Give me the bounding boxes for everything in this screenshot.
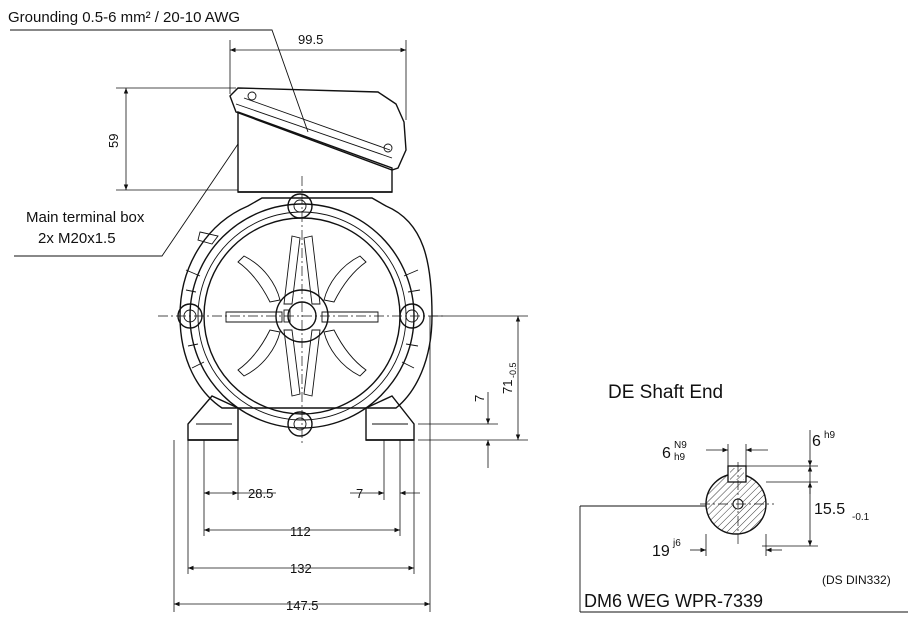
dim-71-tolerance: -0.5 xyxy=(508,362,518,378)
shaft-end-title: DE Shaft End xyxy=(608,382,723,403)
key-width: 6 xyxy=(662,445,671,462)
terminal-box-note: Main terminal box xyxy=(26,209,145,226)
dimension-lines xyxy=(116,40,528,612)
terminal-box xyxy=(229,87,407,193)
model-number: DM6 WEG WPR-7339 xyxy=(584,591,763,611)
dim-132: 132 xyxy=(290,561,312,576)
motor-end-view xyxy=(177,193,433,441)
dim-71: 71 xyxy=(500,380,515,394)
shaft-diameter: 19 xyxy=(652,543,670,560)
dim-112: 112 xyxy=(290,524,311,539)
dim-7-right: 7 xyxy=(472,395,487,402)
key-width-fit-hole: N9 xyxy=(674,440,687,451)
dim-147-5: 147.5 xyxy=(286,598,319,613)
leader-lines xyxy=(10,29,309,257)
grounding-note: Grounding 0.5-6 mm² / 20-10 AWG xyxy=(8,9,240,26)
center-lines xyxy=(158,176,446,446)
shaft-height: 15.5 xyxy=(814,501,845,518)
key-width-fit-shaft: h9 xyxy=(674,452,686,463)
shaft-end-section xyxy=(690,430,818,556)
dim-28-5: 28.5 xyxy=(248,486,273,501)
terminal-box-thread: 2x M20x1.5 xyxy=(38,230,116,247)
dim-99-5: 99.5 xyxy=(298,32,323,47)
dim-59: 59 xyxy=(106,134,121,148)
key-height-fit: h9 xyxy=(824,430,836,441)
standard-note: (DS DIN332) xyxy=(822,573,891,587)
dim-7-bottom: 7 xyxy=(356,486,363,501)
shaft-diameter-fit: j6 xyxy=(672,538,681,549)
key-height: 6 xyxy=(812,433,821,450)
model-box xyxy=(579,505,908,613)
shaft-height-tolerance: -0.1 xyxy=(852,512,870,523)
